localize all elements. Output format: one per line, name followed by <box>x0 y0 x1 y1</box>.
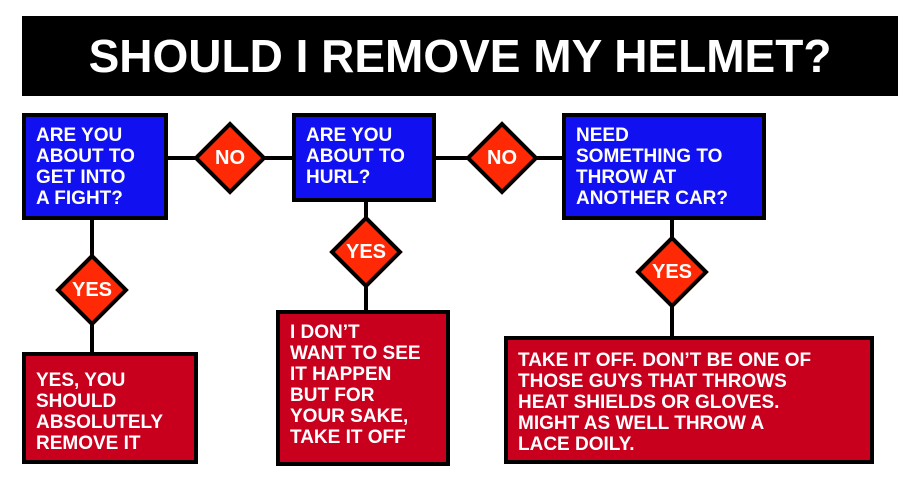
page-title: SHOULD I REMOVE MY HELMET? <box>22 16 898 96</box>
yes-label-2: YES <box>345 240 387 263</box>
question-hurl: ARE YOU ABOUT TO HURL? <box>292 113 436 202</box>
no-label-1: NO <box>215 146 245 169</box>
yes-label-3: YES <box>651 260 693 283</box>
answer-hurl: I DON’T WANT TO SEE IT HAPPEN BUT FOR YO… <box>276 310 450 466</box>
no-label-2: NO <box>487 146 517 169</box>
question-throw: NEED SOMETHING TO THROW AT ANOTHER CAR? <box>562 113 766 220</box>
answer-throw: TAKE IT OFF. DON’T BE ONE OF THOSE GUYS … <box>504 336 874 464</box>
answer-fight: YES, YOU SHOULD ABSOLUTELY REMOVE IT <box>22 352 198 464</box>
yes-label-1: YES <box>71 278 113 301</box>
question-fight: ARE YOU ABOUT TO GET INTO A FIGHT? <box>22 113 168 220</box>
